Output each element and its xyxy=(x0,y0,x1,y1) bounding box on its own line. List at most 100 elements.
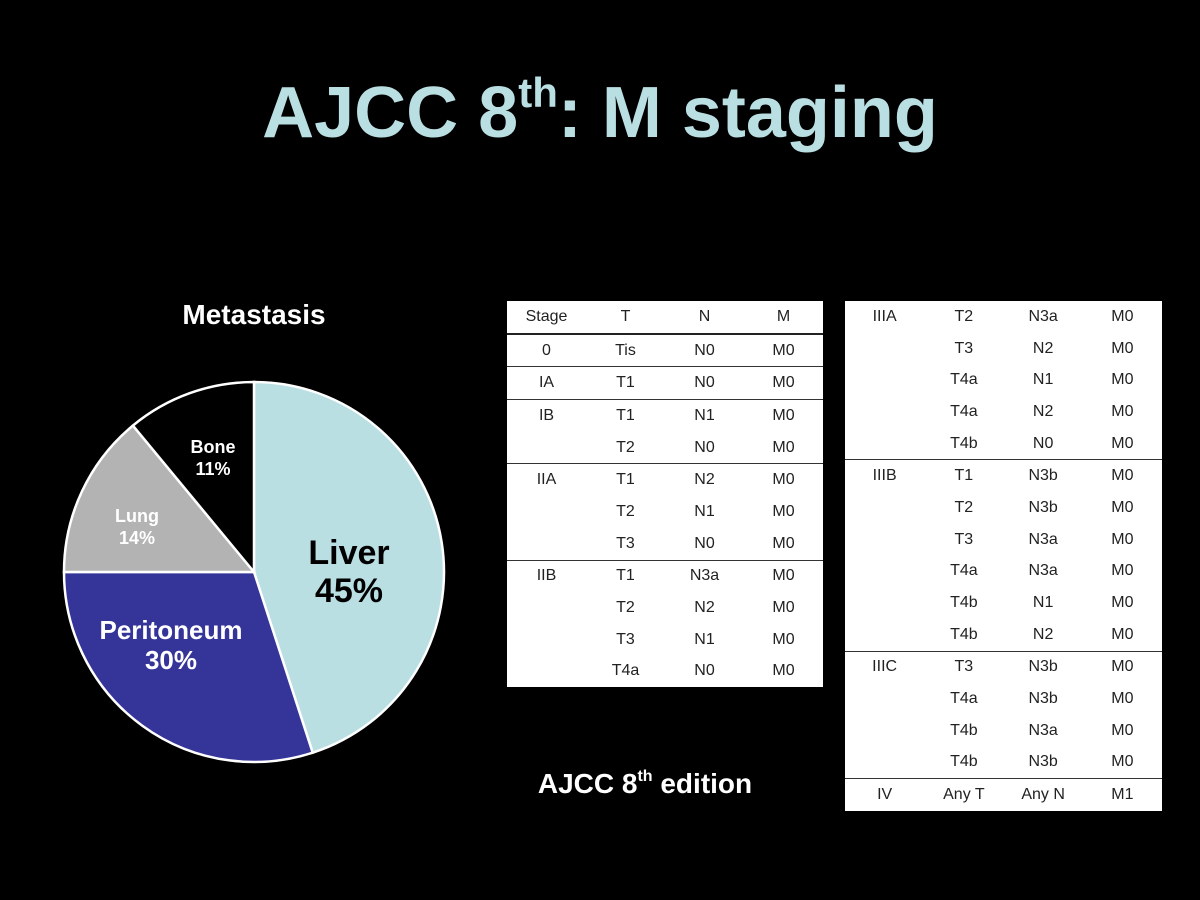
t-cell: T4a xyxy=(950,402,978,420)
t-cell: T4b xyxy=(950,721,978,739)
pie-slice-lung xyxy=(62,423,257,574)
n-cell: N0 xyxy=(694,438,715,456)
n-cell: N3a xyxy=(1028,721,1058,739)
n-cell: N0 xyxy=(1032,434,1054,452)
pie-slice-bone xyxy=(131,380,256,576)
stage-cell: IIIC xyxy=(845,650,925,684)
n-cell: N0 xyxy=(694,662,715,680)
m-cell: M0 xyxy=(772,341,795,359)
stage-cell xyxy=(507,496,586,528)
slide-title-main: AJCC 8 xyxy=(262,73,519,153)
t-cell: T4a xyxy=(950,690,978,708)
n-cell: N3b xyxy=(1003,459,1083,493)
n-cell: N1 xyxy=(1032,371,1054,389)
n-cell: N1 xyxy=(694,502,715,520)
m-cell: M0 xyxy=(1082,650,1162,684)
stage-cell xyxy=(845,683,924,715)
n-cell: N0 xyxy=(694,341,715,359)
stage-cell xyxy=(845,364,924,396)
stage-cell: IB xyxy=(507,399,586,432)
m-cell: M0 xyxy=(772,502,795,520)
t-cell: T4a xyxy=(611,662,640,680)
pie-value-label-lung: 14% xyxy=(119,528,155,548)
pie-slice-liver xyxy=(252,380,446,755)
t-cell: T4b xyxy=(950,434,978,452)
m-cell: M1 xyxy=(1082,778,1162,811)
n-cell: N3b xyxy=(1003,650,1083,684)
t-cell: T4b xyxy=(950,594,978,612)
n-cell: N3a xyxy=(1028,562,1058,580)
n-cell: N3a xyxy=(665,559,744,593)
pie-label-peritoneum: Peritoneum xyxy=(99,615,242,645)
m-cell: M0 xyxy=(1111,402,1134,420)
stage-cell xyxy=(845,747,924,779)
stage-cell xyxy=(845,524,924,556)
t-cell: T4a xyxy=(950,562,978,580)
n-cell: N3b xyxy=(1028,690,1058,708)
n-cell: N1 xyxy=(1032,594,1054,612)
stage-cell xyxy=(845,428,924,460)
stage-cell xyxy=(507,432,586,464)
t-cell: T2 xyxy=(616,502,635,520)
t-cell: T2 xyxy=(616,438,635,456)
stage-cell xyxy=(507,624,586,656)
m-cell: M0 xyxy=(1111,434,1134,452)
n-cell: N3b xyxy=(1028,753,1058,771)
stage-cell xyxy=(845,396,924,428)
t-cell: T2 xyxy=(954,307,974,325)
pie-slice-peritoneum xyxy=(62,570,315,764)
m-cell: M0 xyxy=(1111,625,1134,643)
m-cell: M0 xyxy=(744,559,823,593)
t-cell: T2 xyxy=(954,498,974,516)
m-cell: M0 xyxy=(1111,690,1134,708)
left-header-m: M xyxy=(776,307,791,325)
t-cell: Any T xyxy=(924,778,1004,811)
m-cell: M0 xyxy=(1082,459,1162,493)
t-cell: T1 xyxy=(586,366,665,400)
table-row: IIIA T2 N3a M0 xyxy=(845,301,1162,333)
stage-cell: IIIA xyxy=(872,307,897,325)
t-cell: T3 xyxy=(924,650,1004,684)
n-cell: N3a xyxy=(1028,307,1058,325)
m-cell: M0 xyxy=(744,463,823,497)
slide-title-rest: : M staging xyxy=(557,73,938,153)
m-cell: M0 xyxy=(744,366,823,400)
n-cell: N1 xyxy=(665,399,744,432)
t-cell: T4a xyxy=(950,371,978,389)
stage-cell xyxy=(845,715,924,747)
m-cell: M0 xyxy=(772,630,795,648)
pie-label-lung: Lung xyxy=(115,506,159,526)
edition-caption: AJCC 8th edition xyxy=(470,768,820,800)
m-cell: M0 xyxy=(1111,307,1134,325)
m-cell: M0 xyxy=(772,662,795,680)
m-cell: M0 xyxy=(772,599,795,617)
n-cell: N2 xyxy=(665,463,744,497)
stage-cell: IIB xyxy=(507,559,586,593)
m-cell: M0 xyxy=(1111,371,1134,389)
table-row: T4b N0 M0 xyxy=(845,428,1162,460)
t-cell: Tis xyxy=(615,341,636,359)
stage-cell xyxy=(845,492,924,524)
t-cell: T3 xyxy=(616,630,635,648)
n-cell: N0 xyxy=(665,366,744,400)
table-row: T2 N1 M0 xyxy=(507,496,823,528)
pie-value-label-peritoneum: 30% xyxy=(145,645,197,675)
stage-cell xyxy=(845,619,924,651)
stage-cell xyxy=(845,556,924,588)
m-cell: M0 xyxy=(1111,498,1134,516)
